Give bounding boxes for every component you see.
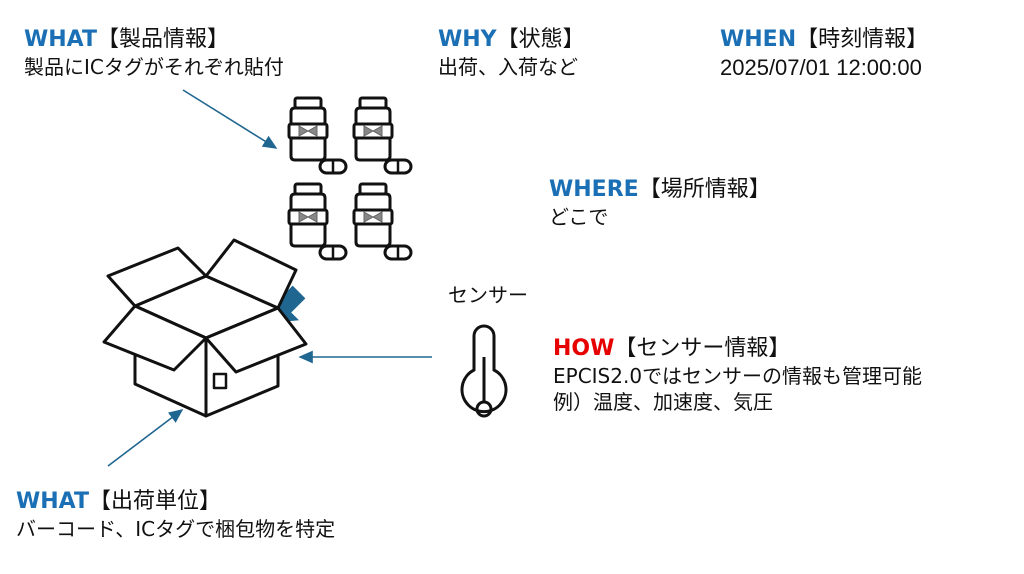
how-tag: 【センサー情報】 xyxy=(614,336,791,361)
where-tag: 【場所情報】 xyxy=(638,177,771,202)
medicine-bottle-icon xyxy=(352,182,413,261)
what-unit-arrow xyxy=(107,409,184,467)
how-block: HOW【センサー情報】 EPCIS2.0ではセンサーの情報も管理可能 例）温度、… xyxy=(553,335,922,415)
where-text: どこで xyxy=(549,205,609,229)
where-block: WHERE【場所情報】 どこで xyxy=(549,176,771,230)
what-unit-key: WHAT xyxy=(16,489,90,514)
how-line-2: 例）温度、加速度、気圧 xyxy=(553,390,773,414)
why-tag: 【状態】 xyxy=(496,27,585,52)
medicine-bottle-icon xyxy=(352,96,413,175)
medicine-bottle-icon xyxy=(287,96,348,175)
why-block: WHY【状態】 出荷、入荷など xyxy=(438,26,585,80)
thermometer-icon xyxy=(460,324,508,418)
what-product-arrow xyxy=(182,89,278,149)
what-product-block: WHAT【製品情報】 製品にICタグがそれぞれ貼付 xyxy=(24,26,284,80)
when-key: WHEN xyxy=(720,27,797,52)
what-unit-block: WHAT【出荷単位】 バーコード、ICタグで梱包物を特定 xyxy=(16,488,335,542)
when-block: WHEN【時刻情報】 2025/07/01 12:00:00 xyxy=(720,26,928,82)
where-key: WHERE xyxy=(549,177,639,202)
what-product-tag: 【製品情報】 xyxy=(97,27,230,52)
when-tag: 【時刻情報】 xyxy=(796,27,929,52)
sensor-label: センサー xyxy=(448,283,528,307)
when-time: 2025/07/01 12:00:00 xyxy=(720,55,922,80)
what-unit-tag: 【出荷単位】 xyxy=(89,489,222,514)
why-text: 出荷、入荷など xyxy=(438,55,578,79)
medicine-bottle-icon xyxy=(287,182,348,261)
cardboard-box-icon xyxy=(102,238,308,418)
what-product-text: 製品にICタグがそれぞれ貼付 xyxy=(24,55,284,79)
why-key: WHY xyxy=(438,27,497,52)
how-line-1: EPCIS2.0ではセンサーの情報も管理可能 xyxy=(553,364,923,388)
what-product-key: WHAT xyxy=(24,27,98,52)
what-unit-text: バーコード、ICタグで梱包物を特定 xyxy=(16,517,336,541)
how-key: HOW xyxy=(553,336,615,361)
